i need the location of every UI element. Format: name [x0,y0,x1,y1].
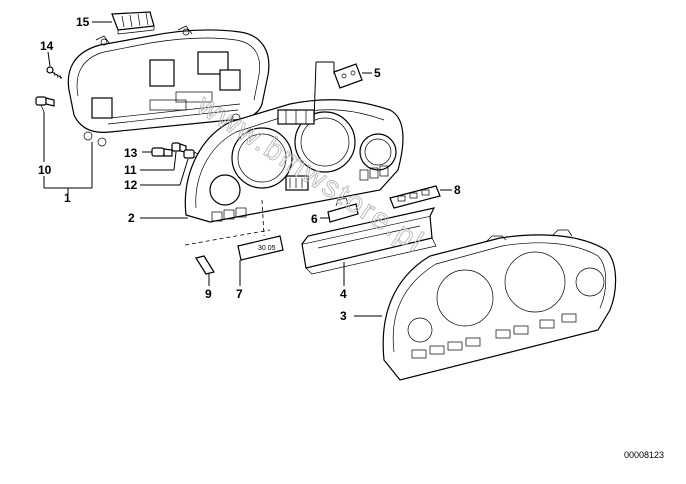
leader-lines [43,21,452,317]
callout-10: 10 [38,163,52,177]
callout-14: 14 [40,39,54,53]
callout-12: 12 [124,178,138,192]
callout-2: 2 [128,211,135,225]
callout-11: 11 [124,163,137,177]
part-4-tray [301,207,437,275]
part-7-label-plate: 30 05 [237,235,284,261]
part-3-front-bezel [382,229,617,381]
part-5-bracket [333,63,363,89]
part-7-marking: 30 05 [258,245,276,252]
part-9-pin [195,255,215,275]
part-13-bulb [151,147,173,157]
callout-6: 6 [311,212,318,226]
callout-5: 5 [374,66,381,80]
callout-8: 8 [454,183,461,197]
part-8-lens-strip [389,185,441,209]
part-2-cluster-body [184,99,404,223]
part-11-bulb [171,142,187,153]
diagram-reference-number: 00008123 [624,450,664,460]
callout-9: 9 [205,287,212,301]
part-10-bulb-socket [35,96,55,113]
part-1-circuit-housing [67,25,270,147]
callout-1: 1 [64,191,71,205]
part-12-bulb [183,149,199,159]
callout-3: 3 [340,309,347,323]
callout-labels: 1 2 3 4 5 6 7 8 9 10 11 12 13 14 15 [38,15,461,323]
callout-4: 4 [340,287,347,301]
part-15-connector [111,11,155,35]
callout-7: 7 [236,287,243,301]
part-6-plate [327,197,359,223]
callout-15: 15 [76,15,90,29]
callout-13: 13 [124,146,138,160]
part-14-screw [46,66,63,80]
